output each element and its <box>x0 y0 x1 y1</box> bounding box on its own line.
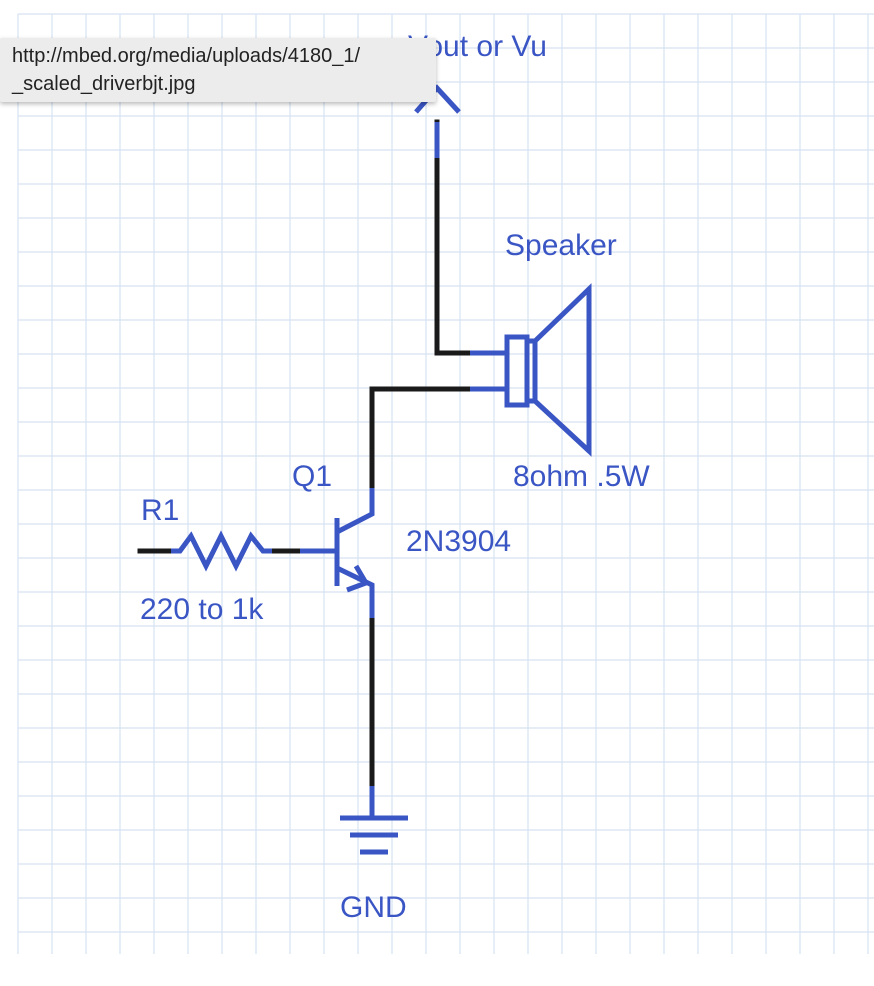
speaker-symbol <box>470 283 592 457</box>
graph-paper-grid <box>17 13 874 954</box>
tooltip-url-line-2: _scaled_driverbjt.jpg <box>12 73 196 95</box>
wire-supply-to-speaker <box>434 119 473 356</box>
speaker-name-label: Speaker <box>505 229 617 262</box>
resistor-ref-label: R1 <box>141 494 179 527</box>
transistor-symbol <box>300 488 375 618</box>
url-tooltip: http://mbed.org/media/uploads/4180_1/ _s… <box>0 38 436 102</box>
wires <box>137 119 473 789</box>
resistor-value-label: 220 to 1k <box>140 593 264 626</box>
symbols <box>171 84 592 855</box>
transistor-part-label: 2N3904 <box>406 525 511 558</box>
speaker-rating-label: 8ohm .5W <box>513 460 650 493</box>
ground-symbol <box>340 786 408 855</box>
supply-arrow-symbol <box>414 84 461 158</box>
tooltip-url-line-1: http://mbed.org/media/uploads/4180_1/ <box>12 45 361 67</box>
transistor-ref-label: Q1 <box>292 460 332 493</box>
resistor-symbol <box>171 530 272 572</box>
ground-label: GND <box>340 891 407 924</box>
wire-speaker-to-collector <box>369 386 473 491</box>
